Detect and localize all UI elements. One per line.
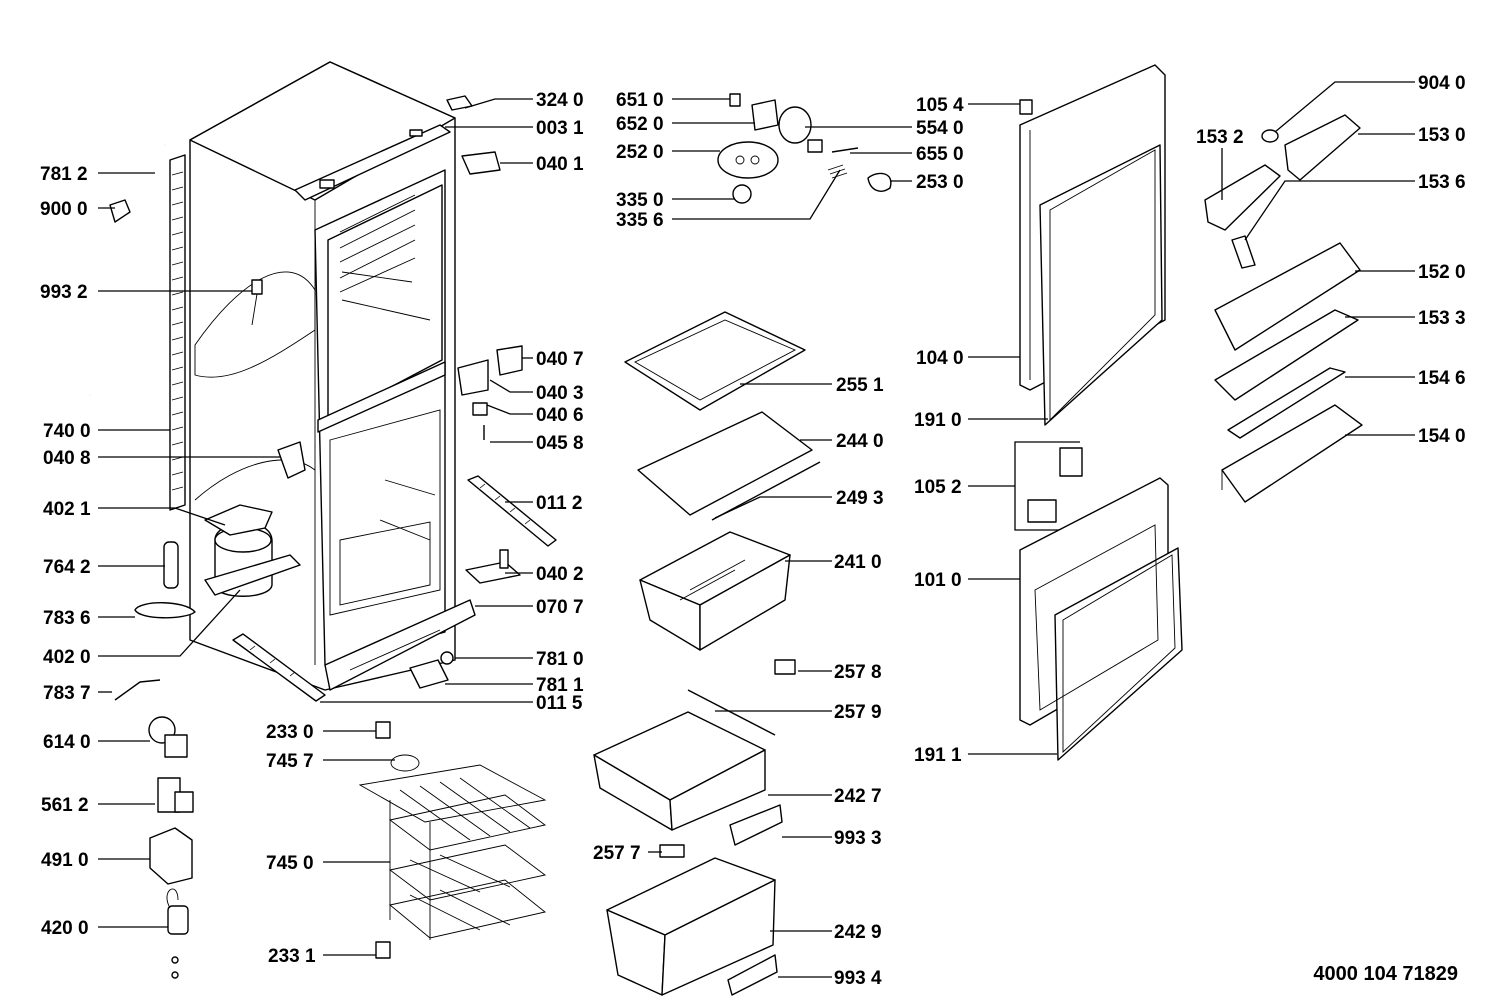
label-740-0: 740 0	[43, 421, 91, 442]
label-491-0: 491 0	[41, 850, 89, 871]
label-003-1: 003 1	[536, 118, 584, 139]
label-153-0: 153 0	[1418, 125, 1466, 146]
control-assembly-drawing	[717, 93, 892, 204]
label-104-0: 104 0	[916, 348, 964, 369]
label-783-6: 783 6	[43, 608, 91, 629]
label-993-4: 993 4	[834, 968, 882, 989]
label-420-0: 420 0	[41, 918, 89, 939]
label-191-1: 191 1	[914, 745, 962, 766]
label-153-6: 153 6	[1418, 172, 1466, 193]
label-335-6: 335 6	[616, 210, 664, 231]
shelves-crispers-drawing	[593, 311, 821, 996]
label-040-7: 040 7	[536, 349, 584, 370]
label-745-7: 745 7	[266, 751, 314, 772]
label-781-0: 781 0	[536, 649, 584, 670]
label-152-0: 152 0	[1418, 262, 1466, 283]
label-154-6: 154 6	[1418, 368, 1466, 389]
drawing-number: 4000 104 71829	[1313, 963, 1458, 985]
label-105-4: 105 4	[916, 95, 964, 116]
label-781-1: 781 1	[536, 675, 584, 696]
label-154-0: 154 0	[1418, 426, 1466, 447]
label-153-3: 153 3	[1418, 308, 1466, 329]
label-153-2: 153 2	[1196, 127, 1244, 148]
label-242-9: 242 9	[834, 922, 882, 943]
label-040-8: 040 8	[43, 448, 91, 469]
label-241-0: 241 0	[834, 552, 882, 573]
label-011-5: 011 5	[536, 693, 583, 714]
label-233-0: 233 0	[266, 722, 314, 743]
label-249-3: 249 3	[836, 488, 884, 509]
label-904-0: 904 0	[1418, 73, 1466, 94]
label-252-0: 252 0	[616, 142, 664, 163]
label-244-0: 244 0	[836, 431, 884, 452]
label-745-0: 745 0	[266, 853, 314, 874]
label-191-0: 191 0	[914, 410, 962, 431]
label-651-0: 651 0	[616, 90, 664, 111]
label-257-7: 257 7	[593, 843, 641, 864]
label-993-2: 993 2	[40, 282, 88, 303]
label-993-3: 993 3	[834, 828, 882, 849]
left-parts-drawing	[88, 144, 306, 979]
doors-drawing	[1014, 64, 1183, 761]
label-655-0: 655 0	[916, 144, 964, 165]
label-614-0: 614 0	[43, 732, 91, 753]
label-257-9: 257 9	[834, 702, 882, 723]
label-783-7: 783 7	[43, 683, 91, 704]
label-040-6: 040 6	[536, 405, 584, 426]
label-255-1: 255 1	[836, 375, 884, 396]
label-781-2: 781 2	[40, 164, 88, 185]
label-040-1: 040 1	[536, 154, 584, 175]
label-242-7: 242 7	[834, 786, 882, 807]
label-402-1: 402 1	[43, 499, 91, 520]
label-040-3: 040 3	[536, 383, 584, 404]
label-652-0: 652 0	[616, 114, 664, 135]
label-233-1: 233 1	[268, 946, 316, 967]
part-drawings	[88, 61, 1363, 996]
label-324-0: 324 0	[536, 90, 584, 111]
label-257-8: 257 8	[834, 662, 882, 683]
label-101-0: 101 0	[914, 570, 962, 591]
label-070-7: 070 7	[536, 597, 584, 618]
middle-hardware-drawing	[232, 95, 557, 959]
leader-lines	[98, 81, 1415, 978]
label-045-8: 045 8	[536, 433, 584, 454]
part-labels: 781 2 900 0 993 2 740 0 040 8 402 1 764 …	[40, 73, 1466, 989]
label-040-2: 040 2	[536, 564, 584, 585]
label-900-0: 900 0	[40, 199, 88, 220]
label-561-2: 561 2	[41, 795, 89, 816]
label-335-0: 335 0	[616, 190, 664, 211]
label-402-0: 402 0	[43, 647, 91, 668]
label-253-0: 253 0	[916, 172, 964, 193]
label-011-2: 011 2	[536, 493, 583, 514]
door-bins-drawing	[1204, 114, 1363, 503]
label-764-2: 764 2	[43, 557, 91, 578]
label-554-0: 554 0	[916, 118, 964, 139]
label-105-2: 105 2	[914, 477, 962, 498]
